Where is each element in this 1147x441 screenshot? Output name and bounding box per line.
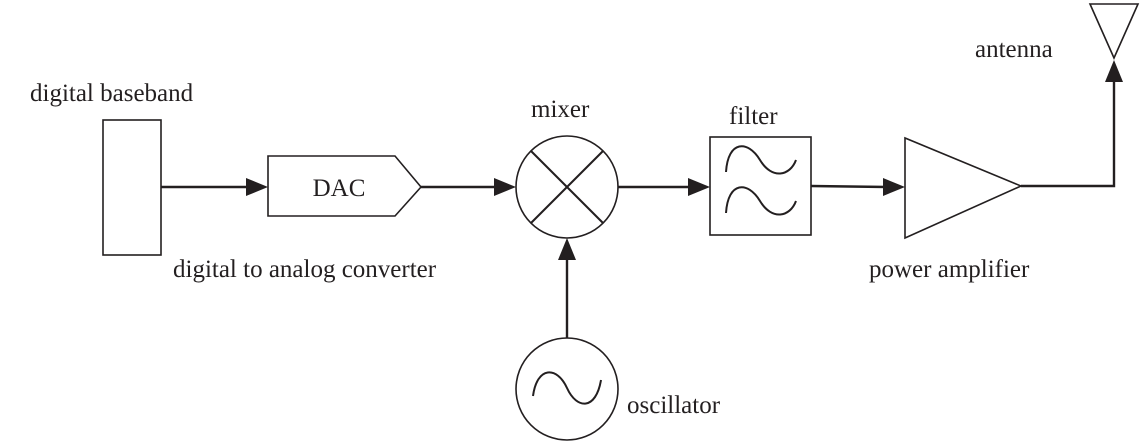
dac-block bbox=[267, 155, 423, 217]
sine-wave-icon bbox=[515, 337, 619, 441]
mixer-label: mixer bbox=[531, 96, 590, 123]
arrow-into-mixer bbox=[494, 178, 516, 196]
dac-caption: digital to analog converter bbox=[173, 256, 437, 283]
digital-baseband-label: digital baseband bbox=[30, 80, 194, 107]
oscillator-label: oscillator bbox=[627, 392, 721, 419]
digital-baseband-block bbox=[102, 119, 162, 256]
arrow-into-amplifier bbox=[883, 178, 905, 196]
power-amplifier-label: power amplifier bbox=[869, 256, 1030, 283]
dac-label: DAC bbox=[313, 175, 366, 202]
arrow-into-dac bbox=[246, 178, 268, 196]
wire-amplifier-to-antenna bbox=[1021, 78, 1116, 188]
antenna-icon bbox=[1088, 3, 1140, 60]
arrow-from-oscillator bbox=[558, 238, 576, 260]
bandpass-filter-icon bbox=[709, 136, 812, 236]
wire-filter-to-amplifier bbox=[810, 184, 888, 189]
filter-label: filter bbox=[729, 103, 778, 130]
arrow-into-antenna bbox=[1105, 60, 1123, 82]
triangle-amplifier-icon bbox=[904, 136, 1024, 240]
arrow-into-filter bbox=[688, 178, 710, 196]
mixer-cross-icon bbox=[515, 135, 619, 239]
antenna-label: antenna bbox=[975, 36, 1053, 63]
